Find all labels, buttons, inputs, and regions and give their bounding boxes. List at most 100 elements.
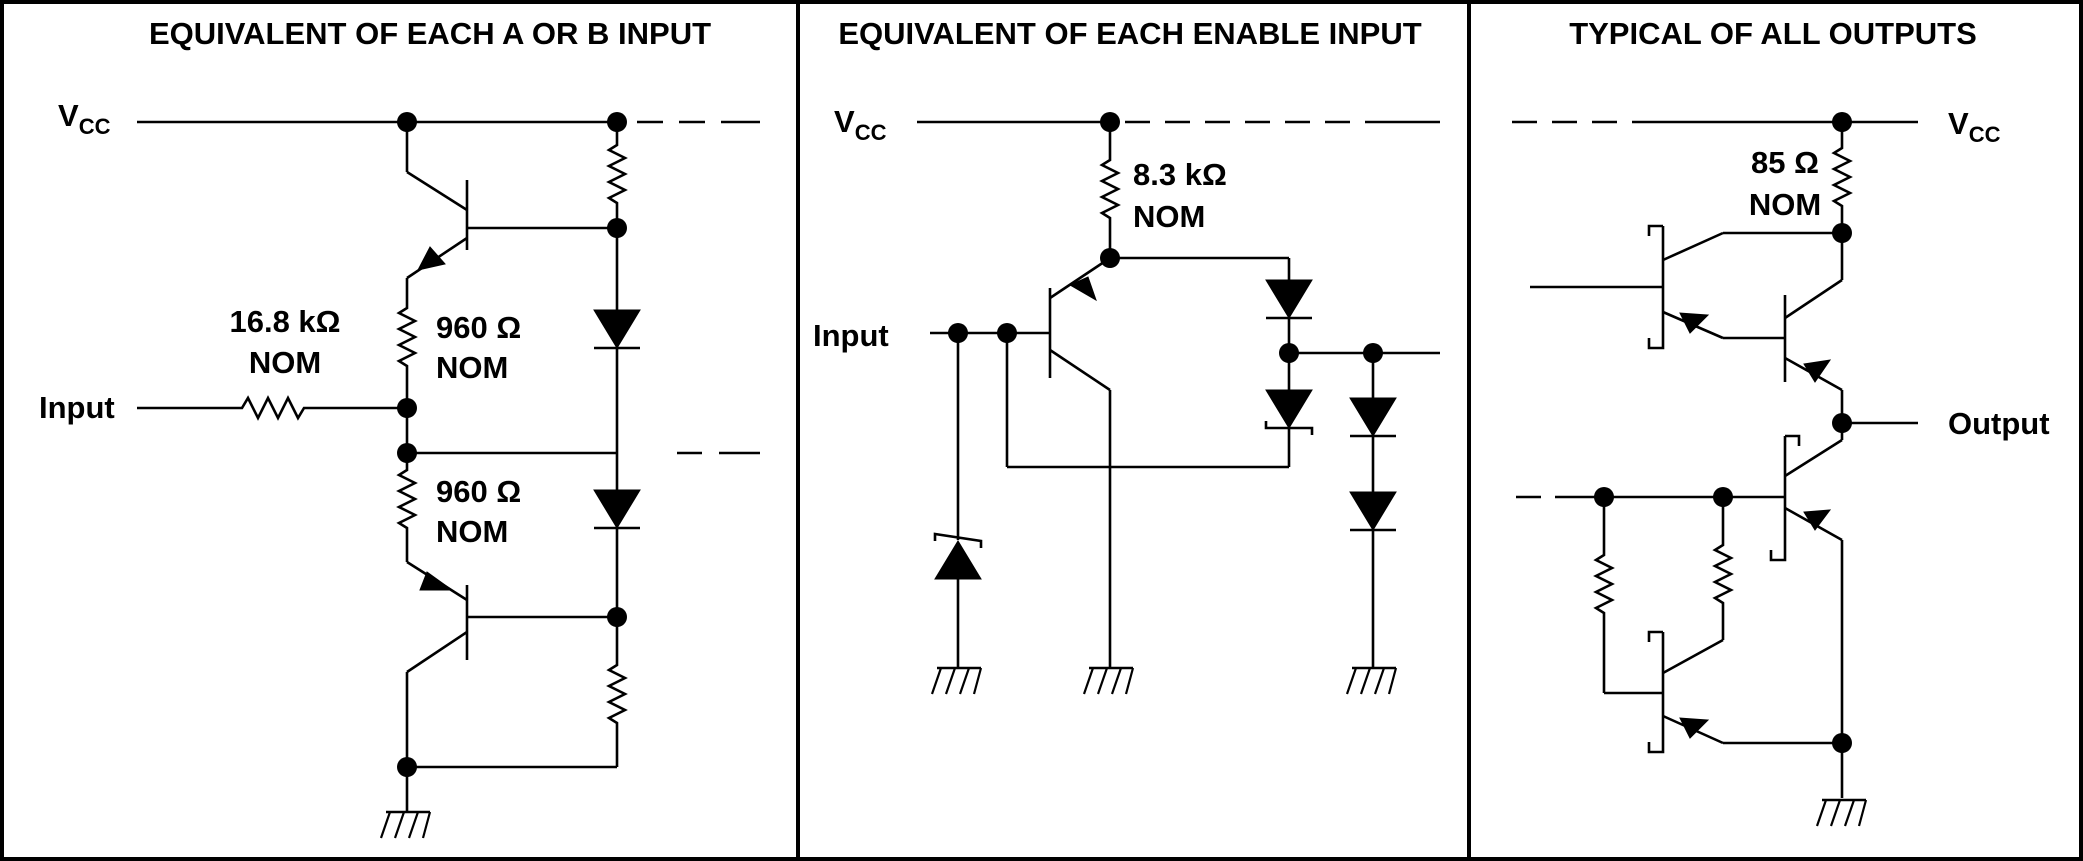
resistor-85-nom: NOM <box>1749 187 1821 222</box>
junction-dot <box>397 443 417 463</box>
q7-emitter-arrow <box>1679 717 1710 739</box>
panel-enable-input: EQUIVALENT OF EACH ENABLE INPUT VCC 8.3 … <box>813 16 1440 695</box>
panel-2-vcc-label: VCC <box>834 104 887 145</box>
junction-dot <box>948 323 968 343</box>
junction-dot <box>397 398 417 418</box>
ground-hatch <box>958 667 971 695</box>
junction-dot <box>397 112 417 132</box>
q7-base-bar-clamp <box>1647 630 1663 642</box>
diode-d3 <box>1349 397 1397 437</box>
ground-hatch <box>1110 667 1123 695</box>
ground-hatch <box>1843 799 1856 827</box>
resistor-960-upper-nom: NOM <box>436 350 508 385</box>
resistor-8k3-nom: NOM <box>1133 199 1205 234</box>
q3-emitter-arrow <box>1068 276 1097 302</box>
junction-dot <box>1832 413 1852 433</box>
q1-emitter-arrow <box>417 246 446 271</box>
junction-dot <box>1832 223 1852 243</box>
panel-1-title: EQUIVALENT OF EACH A OR B INPUT <box>149 16 711 51</box>
clamp-diode-bar <box>933 532 983 548</box>
diode-d4 <box>1349 491 1397 531</box>
ground-hatch <box>393 811 406 839</box>
q3-emitter <box>1049 256 1111 300</box>
panel-3-vcc-label: VCC <box>1948 106 2001 147</box>
q6-base-bar-clamp <box>1785 434 1801 446</box>
ground-hatch <box>930 667 943 695</box>
junction-dot <box>607 218 627 238</box>
q1-collector <box>406 170 468 212</box>
panel-1-input-label: Input <box>39 390 115 425</box>
q7-base-bar <box>1647 632 1665 754</box>
junction-dot <box>1832 112 1852 132</box>
ground-hatch <box>379 811 392 839</box>
resistor-960-lower-value: 960 Ω <box>436 474 521 509</box>
panel-outputs: TYPICAL OF ALL OUTPUTS VCC 85 Ω NOM Outp… <box>1512 16 2050 827</box>
ground-hatch <box>1857 799 1868 827</box>
panel-a-b-input: EQUIVALENT OF EACH A OR B INPUT VCC 960 … <box>39 16 760 839</box>
q4-base-bar-clamp <box>1647 224 1663 236</box>
resistor-85 <box>1831 122 1853 233</box>
junction-dot <box>1832 733 1852 753</box>
resistor-lower-right <box>606 617 628 767</box>
junction-dot <box>1100 248 1120 268</box>
ground-hatch <box>1345 667 1358 695</box>
resistor-85-value: 85 Ω <box>1751 145 1819 180</box>
panel-1-vcc-label: VCC <box>58 98 111 139</box>
ground-hatch <box>1815 799 1828 827</box>
ground-hatch <box>421 811 432 839</box>
panel-3-output-label: Output <box>1948 406 2050 441</box>
panel-3-title: TYPICAL OF ALL OUTPUTS <box>1569 16 1977 51</box>
junction-dot <box>607 112 627 132</box>
q4-base-bar <box>1647 226 1665 350</box>
resistor-16k8-value: 16.8 kΩ <box>229 304 340 339</box>
diode-lower <box>593 489 641 529</box>
q7-collector <box>1662 638 1724 675</box>
q5-collector <box>1784 278 1843 320</box>
resistor-960-lower <box>396 453 418 562</box>
schottky-diode <box>1265 389 1313 429</box>
junction-dot <box>1363 343 1383 363</box>
ground-hatch <box>1373 667 1386 695</box>
q4-collector <box>1662 231 1724 262</box>
q6-emitter-arrow <box>1803 509 1832 531</box>
junction-dot <box>1100 112 1120 132</box>
ground-hatch <box>1082 667 1095 695</box>
ground-hatch <box>407 811 420 839</box>
resistor-16k8-nom: NOM <box>249 345 321 380</box>
q2-collector <box>406 630 468 674</box>
q5-emitter-arrow <box>1803 359 1832 383</box>
diode-d1 <box>1265 279 1313 319</box>
q3-collector <box>1049 348 1111 392</box>
q2-emitter-arrow <box>419 571 454 591</box>
clamp-diode <box>934 540 982 580</box>
resistor-lower-mid <box>1712 497 1734 614</box>
resistor-8k3 <box>1099 122 1121 258</box>
resistor-lower-left <box>1593 497 1615 693</box>
resistor-8k3-value: 8.3 kΩ <box>1133 157 1227 192</box>
ground-hatch <box>1829 799 1842 827</box>
ground-hatch <box>944 667 957 695</box>
ground-hatch <box>1359 667 1372 695</box>
resistor-960-upper-value: 960 Ω <box>436 310 521 345</box>
ground-hatch <box>1124 667 1135 695</box>
junction-dot <box>397 757 417 777</box>
resistor-upper-right <box>606 122 628 228</box>
q4-emitter-arrow <box>1679 312 1710 334</box>
resistor-960-lower-nom: NOM <box>436 514 508 549</box>
resistor-960-upper <box>396 278 418 408</box>
panel-2-input-label: Input <box>813 318 889 353</box>
junction-dot <box>607 607 627 627</box>
resistor-16k8 <box>137 395 407 421</box>
q6-collector <box>1784 438 1843 478</box>
junction-dot <box>1279 343 1299 363</box>
ground-hatch <box>1387 667 1398 695</box>
diode-upper <box>593 309 641 349</box>
junction-dot <box>1594 487 1614 507</box>
junction-dot <box>997 323 1017 343</box>
panel-2-title: EQUIVALENT OF EACH ENABLE INPUT <box>838 16 1421 51</box>
junction-dot <box>1713 487 1733 507</box>
ground-hatch <box>972 667 983 695</box>
